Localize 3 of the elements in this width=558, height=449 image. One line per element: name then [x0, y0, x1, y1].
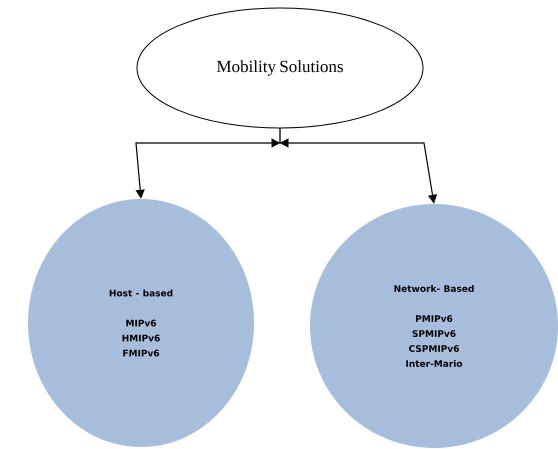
- circle-node: Host - based MIPv6 HMIPv6 FMIPv6: [28, 199, 254, 447]
- ellipse-node: Mobility Solutions: [136, 8, 424, 128]
- circle-node: Network- Based PMIPv6 SPMIPv6 CSPMIPv6 Inter-Mario: [310, 204, 558, 448]
